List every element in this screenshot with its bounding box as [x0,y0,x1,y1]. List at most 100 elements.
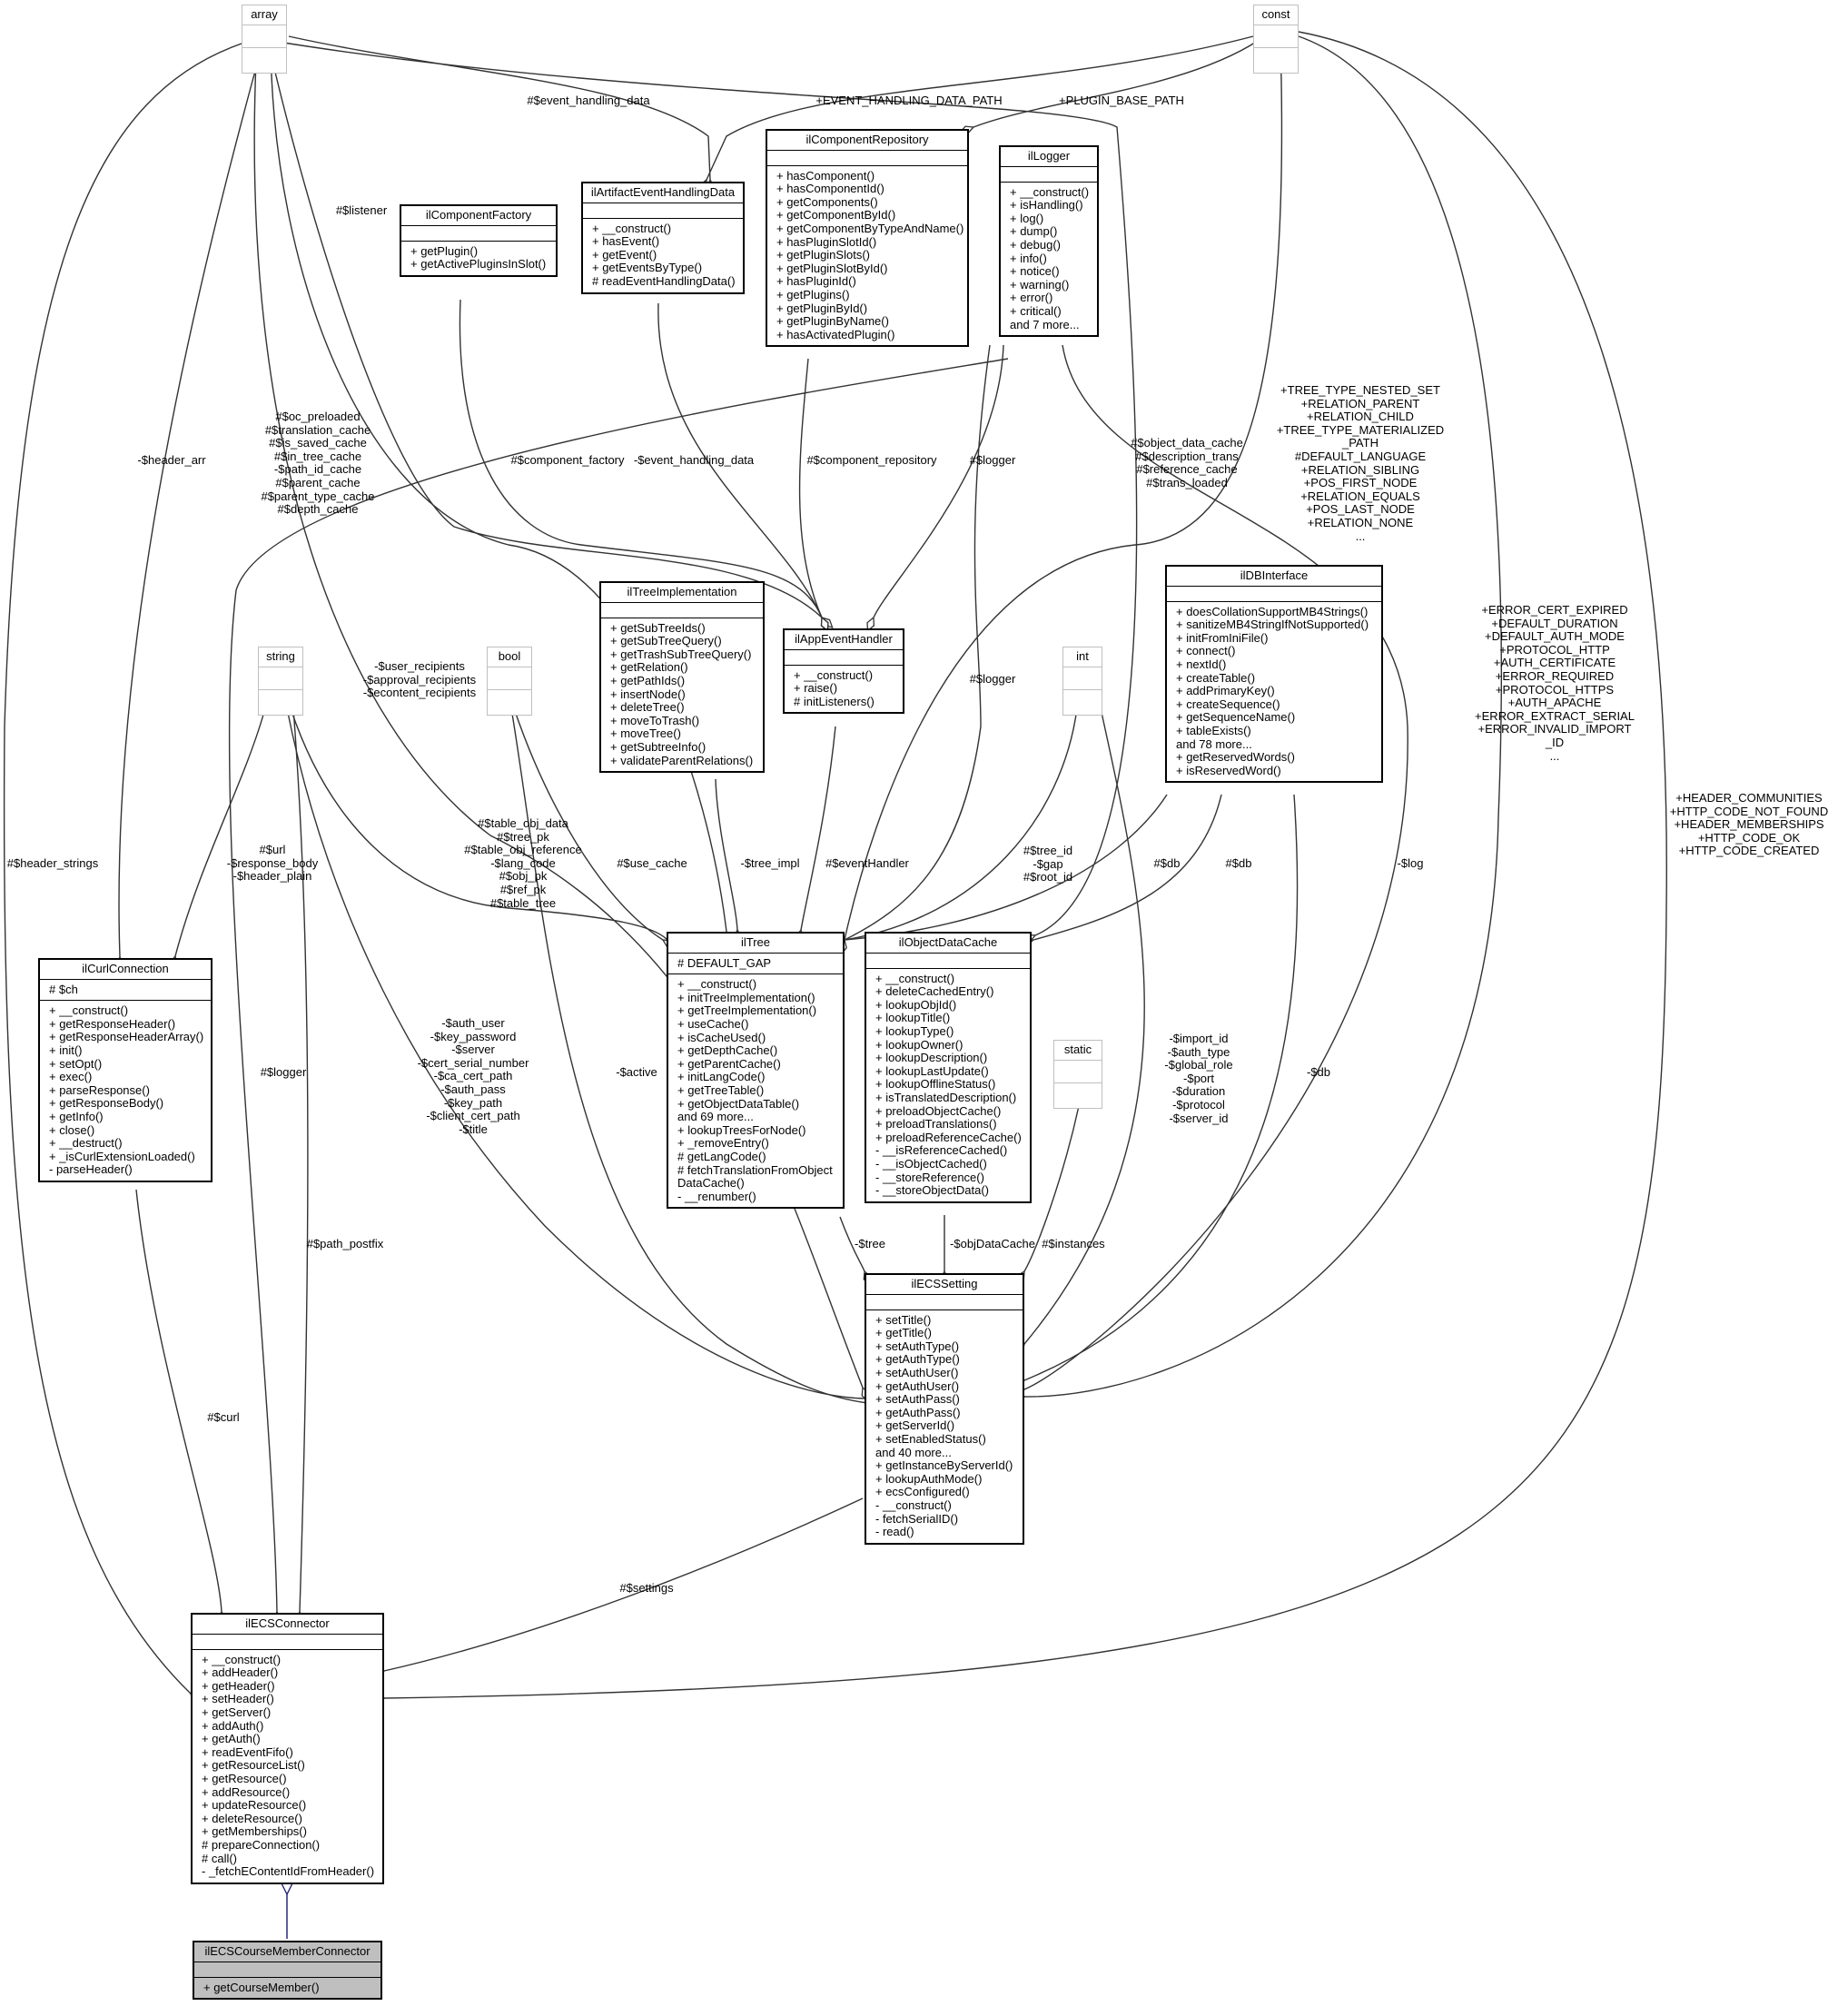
method: + exec() [49,1070,93,1084]
class-name: ilTreeImplementation [601,583,763,603]
edge-const-setting [1024,35,1502,1397]
method: + addPrimaryKey() [1176,684,1275,698]
edge-label-line: #$url [259,843,286,856]
class-name: ilECSSetting [866,1275,1023,1295]
edge-label-line: -$lang_code [490,855,556,870]
class-name: ilComponentRepository [767,131,967,151]
method: + __construct() [49,1003,129,1018]
edge-const-connector [384,31,1667,1698]
class-name: static [1054,1041,1102,1061]
edge-label-line: -$log [1397,856,1424,870]
method: + __construct() [677,977,757,992]
method: + getPluginById() [776,301,868,315]
method: and 40 more... [875,1445,952,1459]
edge-const-artifact [707,35,1254,180]
edge-label-tree-ints: #$tree_id-$gap#$root_id [1023,844,1072,884]
edge-label-event-handler: #$eventHandler [825,856,909,871]
edge-label-tree-impl: -$tree_impl [740,856,799,871]
method: + getSubtreeInfo() [610,739,707,754]
edge-string-connector [292,707,309,1612]
method: + getDepthCache() [677,1043,778,1058]
method: + getResource() [202,1771,287,1785]
edge-label-setting-ints: -$import_id-$auth_type-$global_role-$por… [1164,1032,1232,1125]
edge-label-component-factory: #$component_factory [510,453,625,468]
edge-label-line: #$component_factory [510,453,625,467]
edge-string-curl [175,707,266,956]
class-name: ilDBInterface [1167,567,1381,587]
method: + getMemberships() [202,1824,307,1839]
edge-label-line: #$logger [969,453,1016,467]
edge-db-odc [1033,794,1222,940]
method: + error() [1010,291,1053,305]
class-ilDBInterface: ilDBInterface + doesCollationSupportMB4S… [1165,565,1383,784]
edge-label-curl: #$curl [207,1410,239,1425]
class-name: ilLogger [1001,147,1097,167]
class-name: ilComponentFactory [401,206,556,226]
edge-array-curl [119,40,264,957]
edge-const-tree [845,40,1283,940]
method: + moveToTrash() [610,713,700,727]
edge-appevent-tree [801,726,836,930]
edge-label-event-handling-data-path: +EVENT_HANDLING_DATA_PATH [815,94,1002,108]
method: + createTable() [1176,670,1256,685]
method: + getEventsByType() [592,261,703,275]
edge-label-line: #$header_strings [6,856,99,870]
method: + raise() [794,681,838,696]
method: + deleteTree() [610,700,685,715]
method: + getActivePluginsInSlot() [410,257,547,272]
method: + getTreeImplementation() [677,1003,817,1018]
method: + __destruct() [49,1136,123,1151]
method: + getRelation() [610,660,688,675]
edge-label-line: +HTTP_CODE_CREATED [1678,844,1820,858]
method: + getCourseMember() [203,1980,320,1994]
edge-artifact-appevent [657,302,822,618]
edge-label-line: #$reference_cache [1136,462,1238,477]
edge-label-recipients: -$user_recipients-$approval_recipients-$… [363,659,476,700]
edge-string-tree [290,707,667,940]
edge-logger-appevent [874,344,1004,618]
method: + hasEvent() [592,234,660,249]
method: + getComponentByTypeAndName() [776,221,964,235]
class-const: const [1253,5,1299,74]
edge-label-event-handling-data: #$event_handling_data [527,94,649,108]
method: + ecsConfigured() [875,1485,970,1499]
edge-label-line: -$tree [855,1237,885,1250]
edge-label-line: ... [1549,748,1560,763]
edge-label-component-repository: #$component_repository [806,453,936,468]
method: + getInfo() [49,1109,104,1123]
method: + hasPluginSlotId() [776,234,877,249]
method: + moveTree() [610,726,681,741]
method: + getAuthUser() [875,1379,960,1393]
method: + getTitle() [875,1326,933,1340]
edge-label-line: #$is_saved_cache [269,436,367,450]
method: - __storeReference() [875,1170,984,1184]
edge-label-line: +ERROR_REQUIRED [1495,668,1615,683]
method: + setAuthType() [875,1339,960,1353]
edge-label-line: +RELATION_EQUALS [1300,489,1420,503]
edge-label-line: #$description_trans [1135,449,1239,463]
method: + getPathIds() [610,673,686,687]
class-ilTree: ilTree # DEFAULT_GAP + __construct() + i… [667,932,845,1210]
class-static: static [1053,1040,1102,1109]
method: + lookupLastUpdate() [875,1063,989,1078]
edge-label-line: #$path_postfix [306,1237,384,1250]
edge-label-line: #$listener [335,203,388,217]
edge-label-line: -$auth_user [441,1016,505,1030]
method: # call() [202,1851,238,1865]
edge-label-line: #$table_obj_reference [464,843,582,857]
method: + preloadReferenceCache() [875,1130,1022,1144]
class-name: ilECSCourseMemberConnector [194,1942,380,1962]
method: + validateParentRelations() [610,753,754,767]
method: + getParentCache() [677,1056,781,1071]
edge-label-db-odc: #$db [1226,856,1252,871]
method: + sanitizeMB4StringIfNotSupported() [1176,618,1369,632]
method: - _fetchEContentIdFromHeader() [202,1864,375,1879]
class-ilTreeImplementation: ilTreeImplementation + getSubTreeIds() +… [599,581,765,774]
method: + getAuth() [202,1732,261,1746]
edge-label-line: -$ca_cert_path [433,1069,513,1083]
method: + hasComponent() [776,168,875,183]
edge-label-caches: #$oc_preloaded#$translation_cache#$is_sa… [261,410,374,517]
method: + warning() [1010,277,1070,292]
edge-label-header-arr: -$header_arr [137,453,205,468]
